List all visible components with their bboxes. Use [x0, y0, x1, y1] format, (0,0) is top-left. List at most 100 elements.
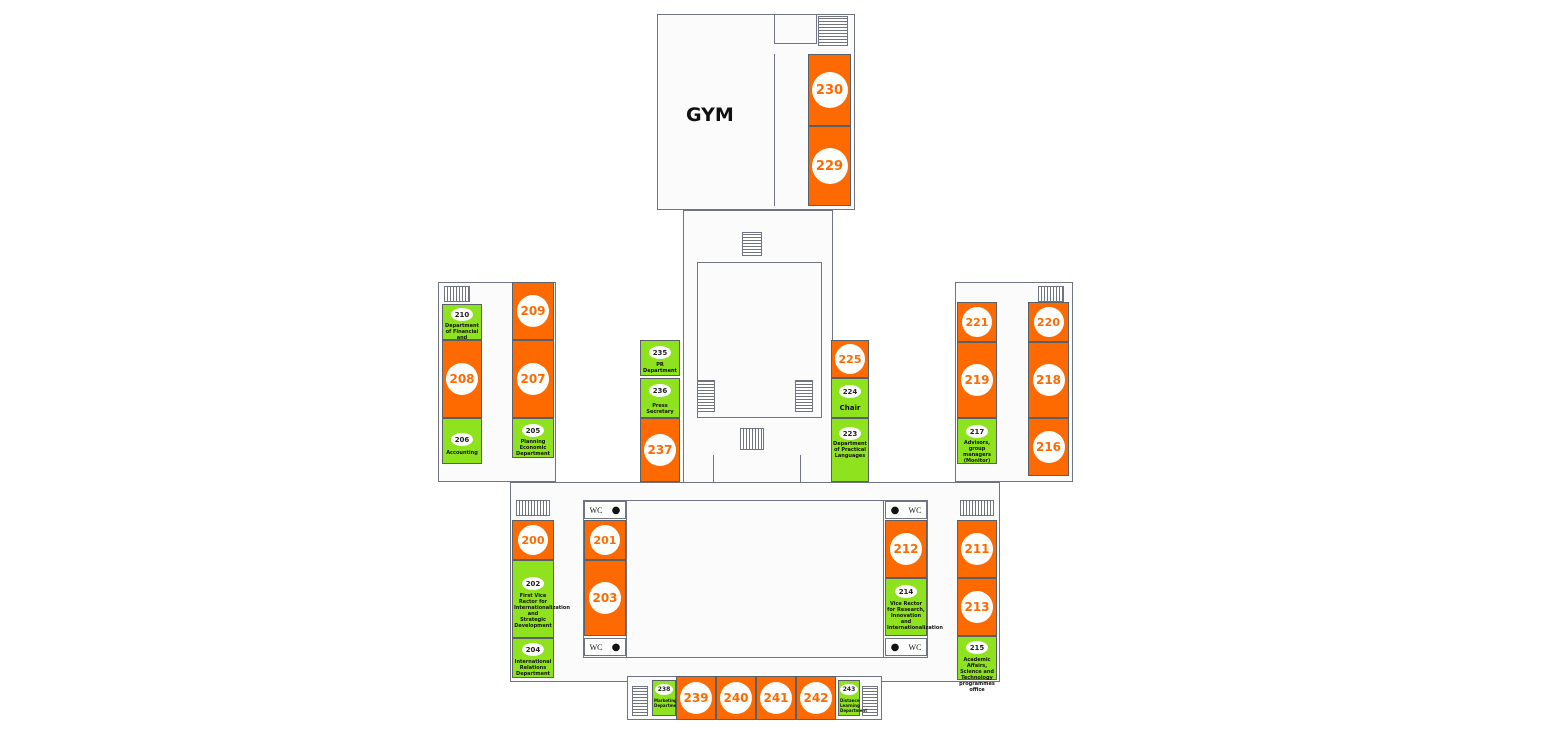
room-number: 239: [680, 682, 712, 714]
room-225[interactable]: 225: [831, 340, 869, 378]
room-number: 216: [1032, 431, 1065, 463]
room-number: 217: [966, 425, 988, 438]
room-number: 204: [522, 643, 544, 656]
room-name: Vice Rector for Research, Innovation and…: [887, 601, 943, 631]
room-223[interactable]: 223 Department of Practical Languages: [831, 418, 869, 482]
room-number: 212: [890, 533, 922, 565]
room-221[interactable]: 221: [957, 302, 997, 342]
room-240[interactable]: 240: [716, 676, 756, 720]
person-icon: ●: [890, 504, 900, 516]
room-215[interactable]: 215 Academic Affairs, Science and Techno…: [957, 636, 997, 693]
room-number: 229: [811, 148, 848, 184]
room-number: 214: [895, 585, 917, 598]
courtyard-inner: [626, 500, 884, 658]
wc-label: WC: [589, 642, 603, 652]
room-216[interactable]: 216: [1028, 418, 1069, 476]
room-name: PR Department: [643, 362, 677, 374]
room-number: 235: [649, 346, 671, 359]
room-name: Planning Economic Department: [516, 439, 550, 457]
gym-corner-room: [774, 14, 817, 44]
wc-label: WC: [908, 505, 922, 515]
room-201[interactable]: 201: [584, 520, 626, 560]
stairs-icon: [818, 16, 848, 46]
entrance-wall: [800, 455, 801, 500]
wc-bottom-left: WC ●: [584, 638, 626, 656]
room-number: 202: [522, 577, 544, 590]
room-name: Distance Learning Department: [840, 698, 868, 713]
room-name: First Vice Rector for Internationalizati…: [514, 593, 570, 629]
room-202[interactable]: 202 First Vice Rector for Internationali…: [512, 560, 570, 638]
room-210[interactable]: 210 Department of Financial and Economic…: [442, 304, 482, 353]
stairs-icon: [697, 380, 715, 412]
room-number: 220: [1033, 307, 1064, 337]
wc-bottom-right: ● WC: [885, 638, 927, 656]
room-208[interactable]: 208: [442, 340, 482, 418]
room-number: 208: [446, 363, 478, 395]
room-241[interactable]: 241: [756, 676, 796, 720]
room-number: 215: [966, 641, 988, 654]
room-name: Advisors, group managers (Monitor): [963, 440, 991, 464]
wc-top-right: ● WC: [885, 501, 927, 519]
room-242[interactable]: 242: [796, 676, 836, 720]
room-number: 221: [962, 307, 992, 337]
room-number: 200: [518, 525, 548, 555]
room-number: 219: [961, 364, 993, 396]
room-number: 206: [451, 433, 473, 446]
room-211[interactable]: 211: [957, 520, 997, 578]
room-name: Academic Affairs, Science and Technology…: [959, 657, 995, 693]
wc-top-left: WC ●: [584, 501, 626, 519]
room-number: 224: [839, 385, 861, 398]
room-200[interactable]: 200: [512, 520, 554, 560]
room-204[interactable]: 204 International Relations Department: [512, 638, 554, 678]
room-243[interactable]: 243 Distance Learning Department: [838, 680, 868, 716]
room-238[interactable]: 238 Marketing Department: [652, 680, 682, 716]
stairs-icon: [862, 686, 878, 716]
room-235[interactable]: 235 PR Department: [640, 340, 680, 376]
room-number: 201: [590, 525, 620, 555]
room-number: 223: [839, 427, 861, 440]
stairs-icon: [740, 428, 764, 450]
room-number: 240: [720, 682, 752, 714]
room-237[interactable]: 237: [640, 418, 680, 482]
room-207[interactable]: 207: [512, 340, 554, 418]
room-230[interactable]: 230: [808, 54, 851, 126]
room-name: Department of Practical Languages: [833, 441, 867, 459]
stairs-icon: [1038, 286, 1064, 302]
room-224[interactable]: 224 Chair: [831, 378, 869, 418]
room-number: 211: [961, 533, 993, 565]
room-name: Marketing Department: [654, 698, 682, 708]
room-number: 203: [589, 582, 621, 614]
stairs-icon: [742, 232, 762, 256]
room-206-accounting[interactable]: 206 Accounting: [442, 418, 482, 464]
room-number: 209: [517, 295, 549, 327]
entrance-wall: [713, 455, 714, 500]
room-213[interactable]: 213: [957, 578, 997, 636]
room-203[interactable]: 203: [584, 560, 626, 636]
room-number: 241: [760, 682, 792, 714]
stairs-icon: [444, 286, 470, 302]
room-219[interactable]: 219: [957, 342, 997, 418]
room-name: International Relations Department: [514, 659, 552, 677]
room-214[interactable]: 214 Vice Rector for Research, Innovation…: [885, 578, 943, 636]
room-number: 230: [811, 72, 848, 108]
room-236[interactable]: 236 Press Secretary: [640, 378, 680, 418]
room-217[interactable]: 217 Advisors, group managers (Monitor): [957, 418, 997, 464]
wc-label: WC: [908, 642, 922, 652]
room-number: 236: [649, 384, 671, 397]
room-220[interactable]: 220: [1028, 302, 1069, 342]
room-number: 210: [451, 308, 473, 321]
stairs-icon: [632, 686, 648, 716]
room-209[interactable]: 209: [512, 282, 554, 340]
room-239[interactable]: 239: [676, 676, 716, 720]
room-name: Press Secretary: [646, 403, 674, 415]
room-229[interactable]: 229: [808, 126, 851, 206]
room-205[interactable]: 205 Planning Economic Department: [512, 418, 554, 458]
room-218[interactable]: 218: [1028, 342, 1069, 418]
wc-label: WC: [589, 505, 603, 515]
room-name: Accounting: [446, 450, 478, 456]
gym-partition: [774, 54, 775, 206]
room-number: 237: [644, 434, 676, 466]
room-number: 207: [517, 363, 549, 395]
room-212[interactable]: 212: [885, 520, 927, 578]
